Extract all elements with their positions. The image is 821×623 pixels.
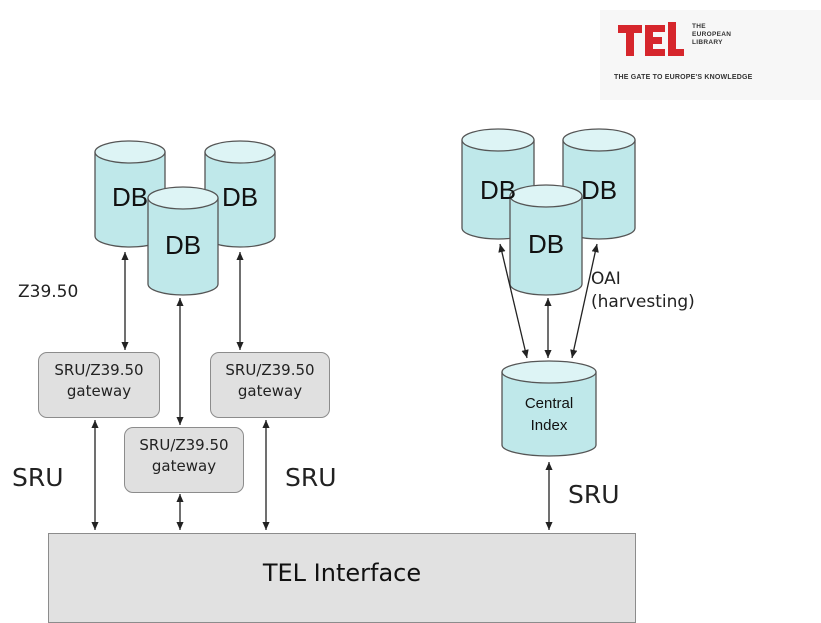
sru-z3950-gateway: SRU/Z39.50 gateway [38, 352, 160, 418]
db-label: DB [479, 175, 517, 205]
oai-label-line: OAI [591, 269, 621, 289]
gateway-line: gateway [151, 457, 217, 475]
database-cylinder [147, 186, 219, 296]
tel-logo-mark [618, 22, 684, 56]
db-label: DB [221, 182, 259, 212]
central-index-cylinder [501, 360, 597, 457]
db-label: DB [111, 182, 149, 212]
central-index-line: Index [530, 417, 568, 434]
gateway-line: SRU/Z39.50 [225, 361, 315, 379]
tel-interface-box: TEL Interface [48, 533, 636, 623]
logo-word: EUROPEAN [692, 31, 732, 38]
db-label: DB [527, 229, 565, 259]
db-label: DB [580, 175, 618, 205]
sru-label: SRU [568, 480, 620, 509]
central-index-label: Central Index [500, 393, 598, 437]
tel-logo: THE EUROPEAN LIBRARY THE GATE TO EUROPE'… [600, 10, 821, 100]
logo-words: THE EUROPEAN LIBRARY [692, 23, 731, 47]
database-cylinder [204, 140, 276, 248]
arrow-db-to-central-index [498, 243, 529, 359]
logo-word: LIBRARY [692, 39, 723, 46]
db-label: DB [164, 230, 202, 260]
gateway-line: gateway [237, 382, 303, 400]
gateway-line: SRU/Z39.50 [54, 361, 144, 379]
gateway-line: gateway [66, 382, 132, 400]
logo-word: THE [692, 23, 706, 30]
oai-harvesting-label: OAI (harvesting) [591, 268, 695, 314]
sru-label: SRU [12, 463, 64, 492]
sru-z3950-gateway: SRU/Z39.50 gateway [124, 427, 244, 493]
oai-label-line: (harvesting) [591, 292, 695, 312]
logo-tagline: THE GATE TO EUROPE'S KNOWLEDGE [614, 74, 753, 81]
arrow-db-to-central-index [570, 243, 599, 359]
tel-interface-label: TEL Interface [262, 559, 422, 587]
sru-label: SRU [285, 463, 337, 492]
z3950-label: Z39.50 [18, 282, 79, 302]
sru-z3950-gateway: SRU/Z39.50 gateway [210, 352, 330, 418]
central-index-line: Central [524, 395, 574, 412]
architecture-diagram [91, 128, 636, 530]
gateway-line: SRU/Z39.50 [139, 436, 229, 454]
